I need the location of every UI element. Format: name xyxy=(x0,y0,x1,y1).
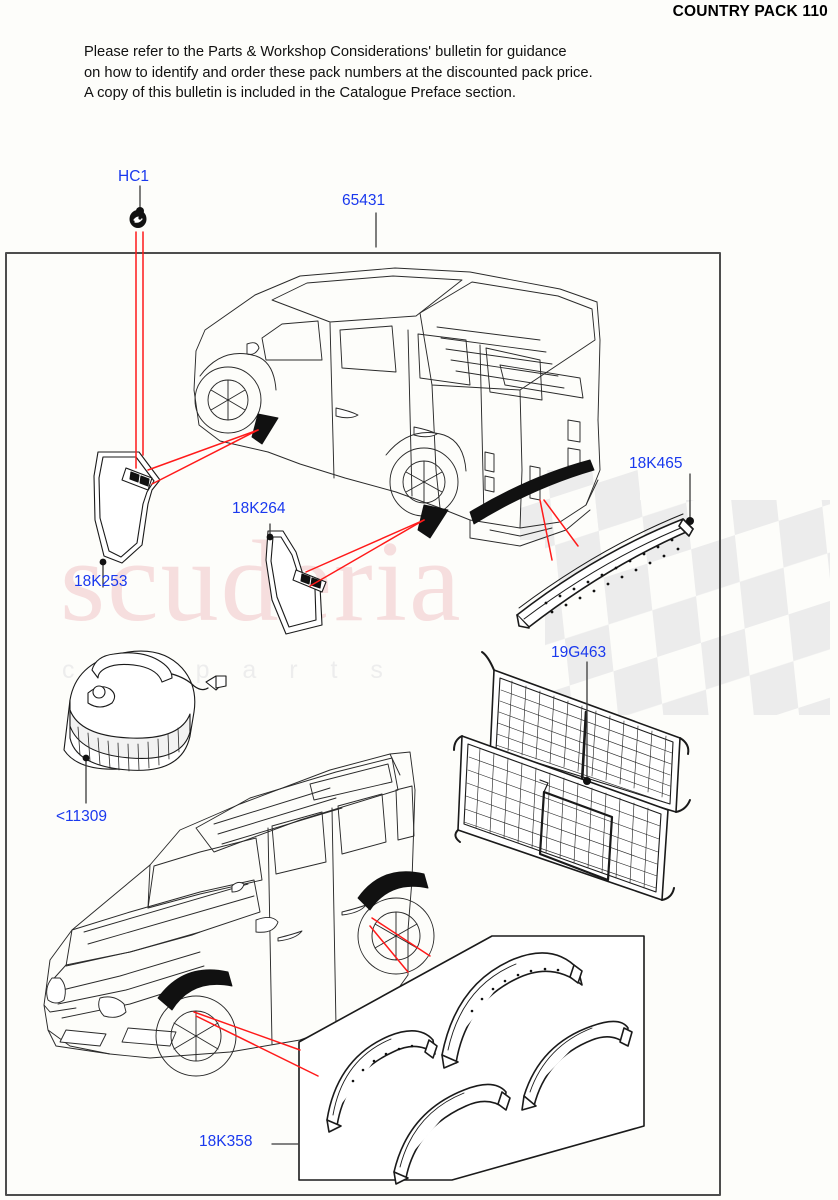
page-title: COUNTRY PACK 110 xyxy=(672,3,828,20)
diagram-border xyxy=(5,252,721,1196)
fastener-clip-icon xyxy=(129,185,147,228)
callout-label-18k264[interactable]: 18K264 xyxy=(232,500,286,517)
callout-label-18k253[interactable]: 18K253 xyxy=(74,573,128,590)
wheel-arch-flare-kit xyxy=(298,935,645,1185)
vehicle-front-three-quarter xyxy=(43,751,435,1077)
rear-bumper-tread-plate xyxy=(516,513,694,629)
leader-lines-grey xyxy=(82,473,694,1145)
mud-flap-rear xyxy=(265,530,327,635)
callout-label-65431[interactable]: 65431 xyxy=(342,192,386,209)
air-compressor xyxy=(63,650,227,772)
mud-flap-front xyxy=(93,451,161,564)
vehicle-rear-three-quarter xyxy=(193,267,601,547)
callout-label-18k465[interactable]: 18K465 xyxy=(629,455,683,472)
cargo-barrier-dog-guard xyxy=(453,651,691,901)
callout-label-hc1[interactable]: HC1 xyxy=(118,168,150,185)
callout-label-19g463[interactable]: 19G463 xyxy=(551,644,607,661)
leader-lines-red xyxy=(135,231,579,1077)
callout-label-18k358[interactable]: 18K358 xyxy=(199,1133,253,1150)
callout-label-11309[interactable]: <11309 xyxy=(56,808,108,825)
intro-paragraph: Please refer to the Parts & Workshop Con… xyxy=(84,44,593,101)
